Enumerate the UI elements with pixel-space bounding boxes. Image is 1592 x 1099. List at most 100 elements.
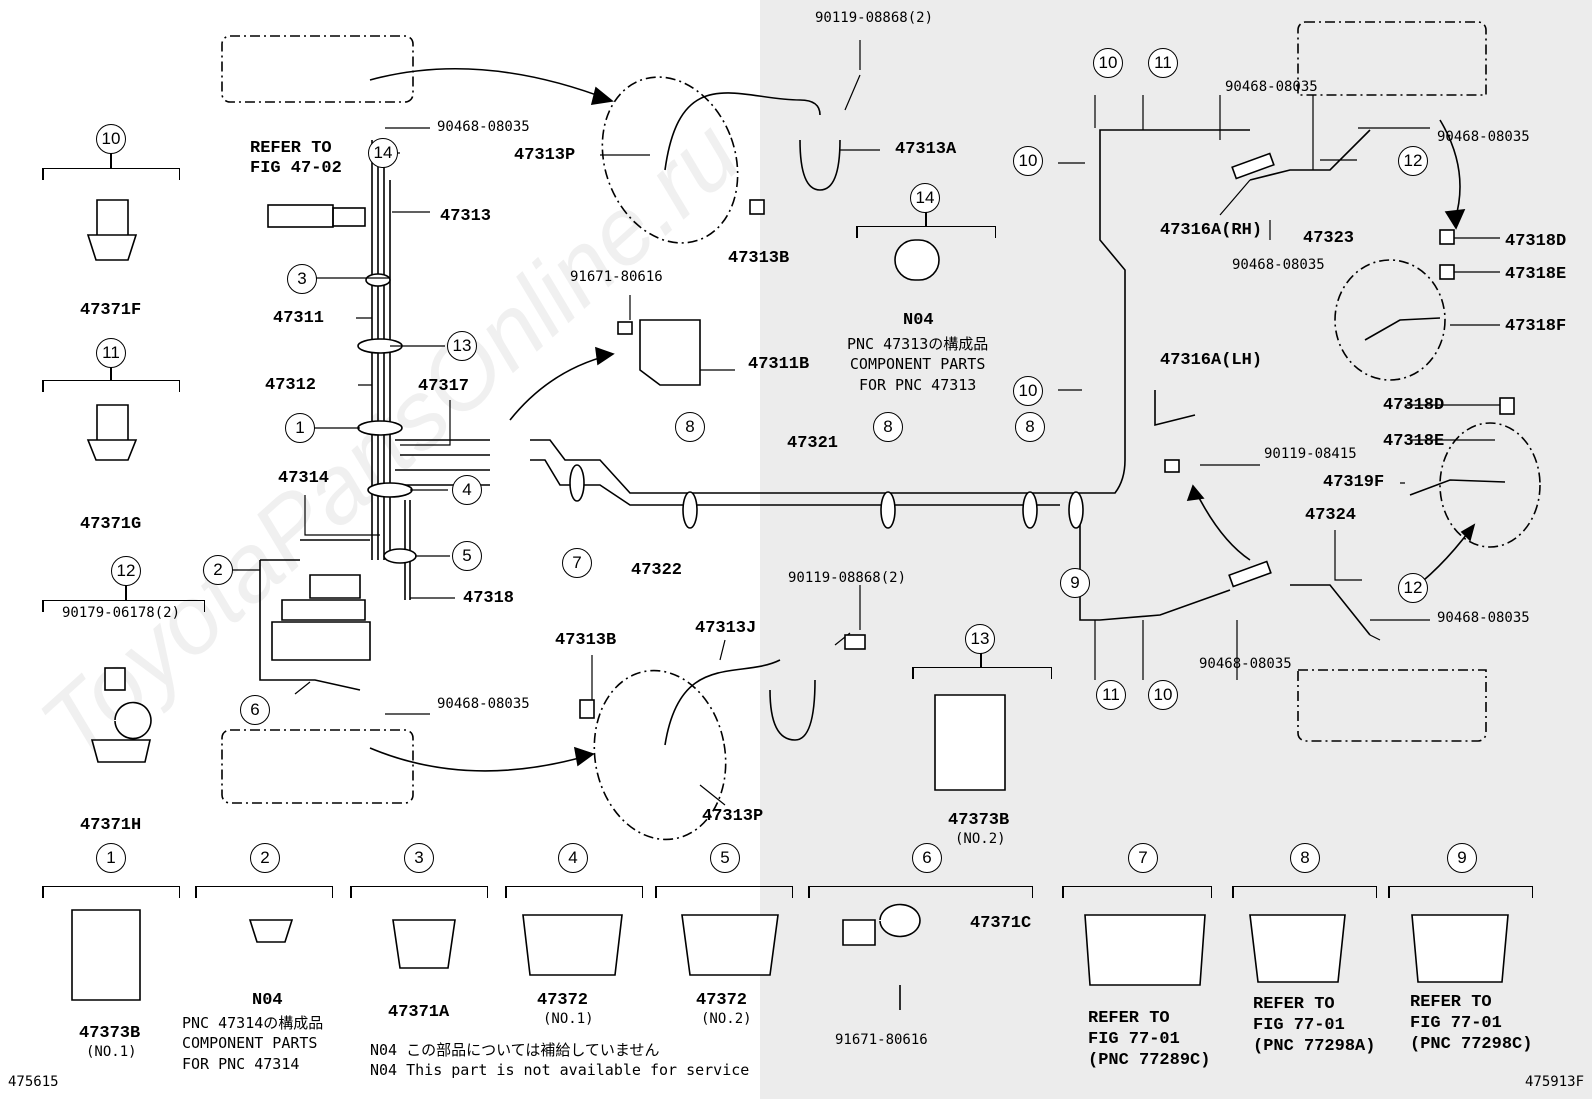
part-label-47318D-top: 47318D [1505,232,1567,251]
n04-note-line: PNC 47313の構成品 [847,335,989,353]
n04-note-line: COMPONENT PARTS [849,355,986,374]
part-label-47371H: 47371H [80,816,142,835]
part-label-47313J: 47313J [695,619,757,638]
bracket-stem [980,652,982,667]
part-label-90468-r2: 90468-08035 [1437,129,1530,145]
callout-circle: 6 [240,695,270,725]
part-label-47311B: 47311B [748,355,810,374]
bracket-10 [42,168,180,180]
pipe-clamps [357,273,1084,564]
callout-circle: 9 [1447,843,1477,873]
bracket-b9 [1388,886,1533,898]
hose-lines [664,92,1506,746]
callout-circle: 14 [368,138,398,168]
refer-77298C-3: (PNC 77298C) [1410,1035,1533,1054]
callout-circle: 11 [1148,48,1178,78]
part-label-90468-r5: 90468-08035 [1199,656,1292,672]
bracket-b5 [655,886,793,898]
callout-circle: 2 [203,555,233,585]
callout-circle: 11 [1096,680,1126,710]
part-label-91671-top: 91671-80616 [570,269,663,285]
part-label-47321: 47321 [787,434,839,453]
part-label-47314: 47314 [278,469,330,488]
footnotes: N04 この部品については補給していません N04 This part is n… [370,1040,749,1081]
part-label-47319F: 47319F [1323,473,1385,492]
part-label-90468-r4: 90468-08035 [1437,610,1530,626]
callout-circle: 4 [452,475,482,505]
part-no1-b: (NO.1) [543,1011,594,1027]
callout-circle: 8 [675,412,705,442]
n04-label: N04 [903,311,934,330]
callout-circle: 14 [910,183,940,213]
callout-circle: 1 [96,843,126,873]
n04-note-b-line: FOR PNC 47314 [182,1054,300,1073]
part-label-47313B-bot: 47313B [555,631,617,650]
part-label-90179: 90179-06178(2) [62,605,181,621]
part-sketches [71,152,1515,1010]
bracket-13 [912,667,1052,679]
actuator-unit [267,204,371,661]
refer-77298C-2: FIG 77-01 [1410,1014,1502,1033]
callout-circle: 10 [1148,680,1178,710]
part-label-90468-top: 90468-08035 [437,119,530,135]
bracket-12 [42,600,205,612]
callout-circle: 12 [1398,146,1428,176]
callout-circle: 8 [873,412,903,442]
leader-lines [232,40,1505,806]
callout-circle: 7 [1128,843,1158,873]
part-label-90119-08415: 90119-08415 [1264,446,1357,462]
flow-arrows [369,67,1476,772]
bracket-stem [110,365,112,380]
refer-77298A-1: REFER TO [1253,995,1335,1014]
part-label-47317: 47317 [418,377,470,396]
part-label-47371C: 47371C [970,914,1032,933]
part-label-90468-bot: 90468-08035 [437,696,530,712]
part-label-47318D-bot: 47318D [1383,396,1445,415]
n04-note-b-line: COMPONENT PARTS [182,1034,318,1053]
bracket-stem [110,153,112,168]
part-label-47313: 47313 [440,207,492,226]
callout-circle: 7 [562,548,592,578]
callout-circle: 5 [710,843,740,873]
part-label-47322: 47322 [631,561,683,580]
callout-circle: 9 [1060,568,1090,598]
n04-note: PNC 47313の構成品 COMPONENT PARTS FOR PNC 47… [847,334,988,395]
dashed-frames [221,21,1541,841]
part-no2-mid: (NO.2) [955,831,1006,847]
bracket-14 [856,226,996,238]
part-label-47324: 47324 [1305,506,1357,525]
callout-circle: 10 [96,124,126,154]
callout-circle: 12 [1398,573,1428,603]
figure-number-right: 475913F [1525,1074,1585,1090]
callout-circle: 12 [111,556,141,586]
callout-circle: 1 [285,413,315,443]
callout-circle: 4 [558,843,588,873]
part-label-47316A-LH: 47316A(LH) [1160,351,1263,370]
part-label-91671-bot: 91671-80616 [835,1032,928,1048]
refer-77289C-1: REFER TO [1088,1009,1170,1028]
footnote-ja: N04 この部品については補給していません [370,1041,660,1059]
part-label-47312: 47312 [265,376,317,395]
refer-77289C-3: (PNC 77289C) [1088,1051,1211,1070]
bracket-b3 [350,886,488,898]
callout-circle: 6 [912,843,942,873]
bracket-b2 [195,886,333,898]
part-label-47313P-top: 47313P [514,146,576,165]
footnote-en: N04 This part is not available for servi… [370,1061,750,1080]
part-label-47311: 47311 [273,309,325,328]
callout-circle: 10 [1013,376,1043,406]
part-label-47318E-bot: 47318E [1383,432,1445,451]
callout-circle: 10 [1093,48,1123,78]
callout-circle: 5 [452,541,482,571]
part-label-47372-no1: 47372 [537,991,589,1010]
n04-note-line: FOR PNC 47313 [858,375,977,394]
n04-label-b: N04 [252,991,283,1010]
part-label-47316A-RH: 47316A(RH) [1160,221,1263,240]
callout-circle: 13 [447,331,477,361]
part-label-47371F: 47371F [80,301,142,320]
refer-77298A-2: FIG 77-01 [1253,1016,1345,1035]
part-label-47313P-bot: 47313P [702,807,764,826]
part-label-90119-top: 90119-08868(2) [815,10,934,26]
part-no1-a: (NO.1) [86,1044,137,1060]
